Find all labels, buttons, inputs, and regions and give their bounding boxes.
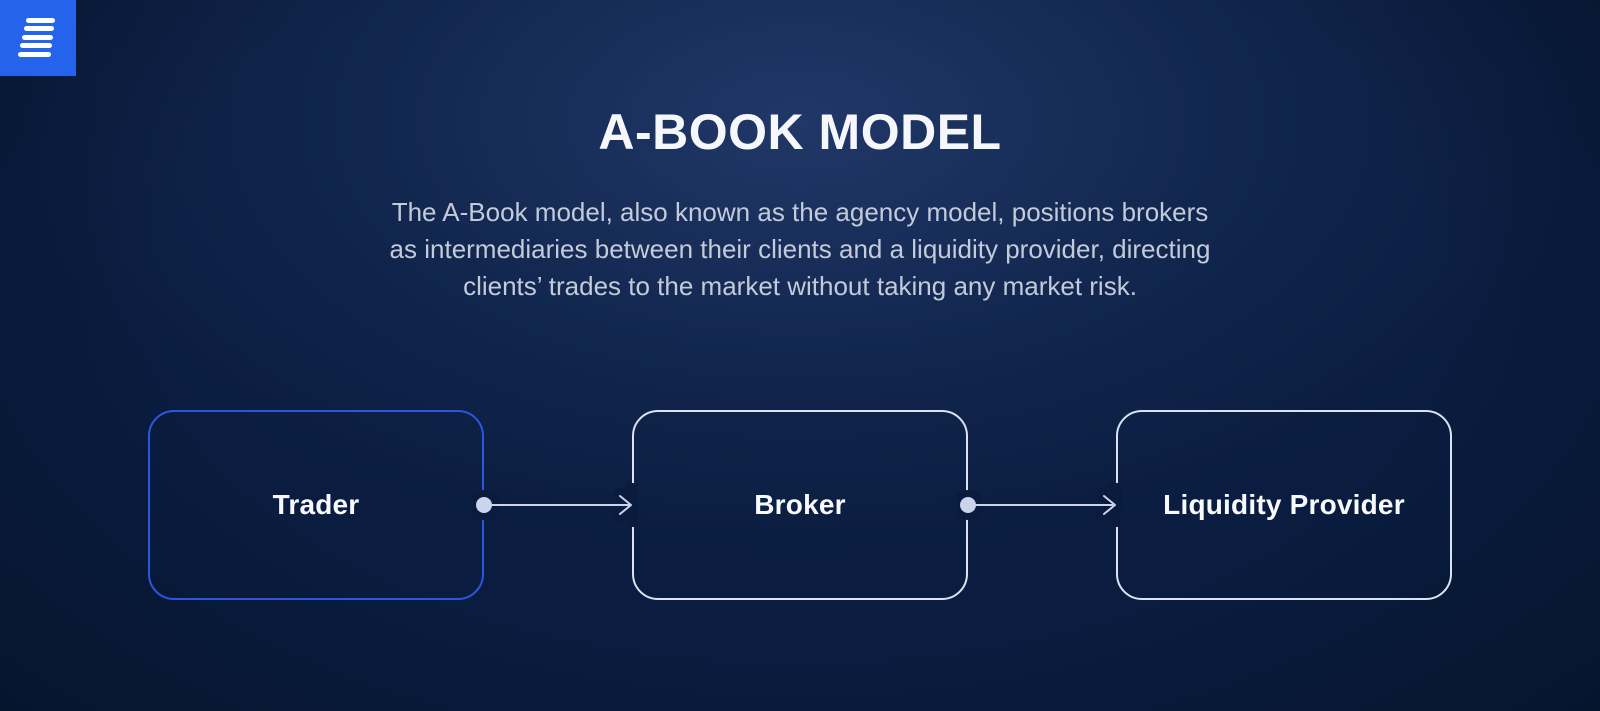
- node-broker-label: Broker: [754, 489, 846, 520]
- node-liquidity-provider-label: Liquidity Provider: [1163, 489, 1405, 520]
- flow-diagram: Trader Broker Liquidity Provider: [0, 410, 1600, 600]
- logo-bar: [26, 17, 55, 23]
- arrowhead-icon: [1103, 495, 1116, 515]
- arrowhead-icon: [619, 495, 632, 515]
- arrow-trader-to-broker: [473, 483, 639, 527]
- logo-bar: [18, 51, 51, 57]
- node-liquidity-provider: Liquidity Provider: [1116, 410, 1452, 600]
- description-text: The A-Book model, also known as the agen…: [389, 197, 1211, 301]
- arrow-broker-to-liquidity-provider: [957, 483, 1123, 527]
- node-trader-label: Trader: [272, 489, 360, 520]
- connector-dot-icon: [476, 497, 492, 513]
- logo-bar: [22, 34, 53, 40]
- brand-logo[interactable]: [0, 0, 76, 76]
- logo-bar: [20, 43, 52, 48]
- logo-bar: [24, 26, 54, 31]
- connector-dot-icon: [960, 497, 976, 513]
- page-title: A-BOOK MODEL: [598, 104, 1002, 160]
- node-trader: Trader: [148, 410, 484, 600]
- node-broker: Broker: [632, 410, 968, 600]
